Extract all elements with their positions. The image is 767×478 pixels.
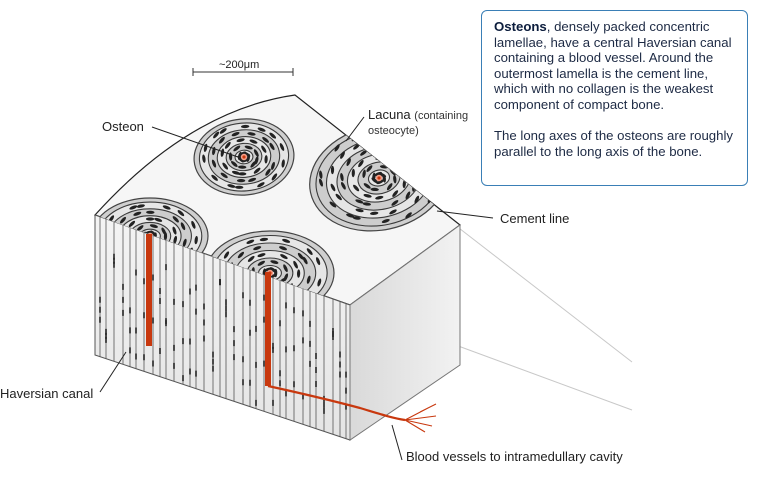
perspective-line-upper [454, 224, 633, 363]
osteon-info-box: Osteons, densely packed concentric lamel… [481, 10, 748, 186]
blood-vessel-main [267, 384, 406, 422]
lacuna-note-line1: (containing [414, 110, 469, 122]
info-paragraph-2: The long axes of the osteons are roughly… [494, 128, 733, 159]
haversian-canal-left [146, 234, 152, 346]
osteon-top-center [193, 118, 295, 196]
lacuna-label: Lacuna (containing [368, 107, 468, 124]
haversian-canal-center [265, 272, 271, 386]
lacuna-note-line2: osteocyte) [368, 125, 419, 137]
bone-block-top [93, 94, 461, 306]
blood-vessels-label: Blood vessels to intramedullary cavity [406, 449, 623, 464]
bone-block-side [349, 224, 461, 441]
cement-line-label: Cement line [500, 211, 570, 226]
blood-vessel-branches [404, 403, 437, 433]
info-paragraph-1: Osteons, densely packed concentric lamel… [494, 19, 737, 112]
osteon-label: Osteon [102, 119, 144, 134]
info-term: Osteons [494, 19, 547, 34]
haversian-canal-label: Haversian canal [0, 386, 94, 401]
scale-label: ~200μm [219, 59, 259, 71]
lacuna-label-term: Lacuna [368, 107, 411, 122]
info-paragraph-1-text: , densely packed concentric lamellae, ha… [494, 19, 732, 112]
leader-lines [99, 116, 494, 461]
scale-bar [192, 68, 294, 76]
lacuna-note: osteocyte) [368, 122, 419, 139]
